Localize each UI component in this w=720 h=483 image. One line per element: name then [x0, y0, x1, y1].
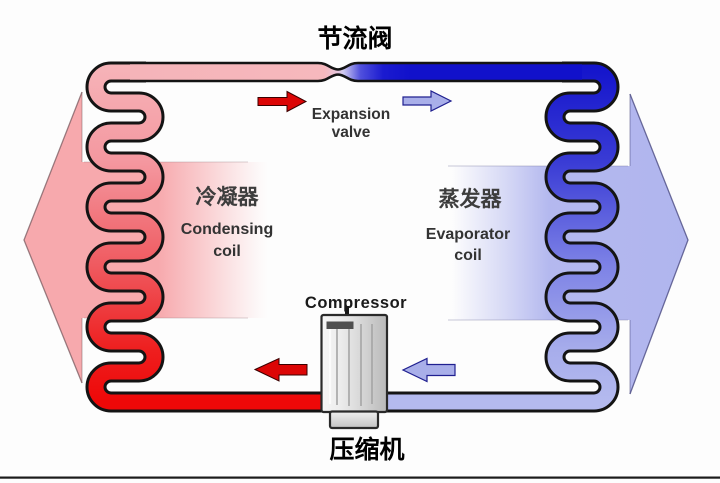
evaporator-label-zh: 蒸发器: [438, 188, 502, 211]
condensing-coil-pipe: [85, 61, 334, 413]
expansion-valve-pipe: [127, 61, 584, 83]
expansion-valve-label-line1: Expansion: [311, 106, 391, 123]
flow-arrow-hot-to-valve: [257, 90, 308, 113]
condenser-label-zh: 冷凝器: [195, 186, 259, 209]
throttle-valve-label-zh: 节流阀: [317, 25, 393, 53]
flow-arrow-evaporator-to-compressor: [401, 357, 456, 383]
expansion-valve-label-line2: valve: [331, 124, 371, 141]
evaporator-coil-pipe: [378, 61, 620, 413]
bottom-border-line: [0, 476, 720, 479]
flow-arrow-compressor-to-condenser: [253, 357, 308, 382]
condenser-label-en-line2: coil: [213, 243, 241, 260]
compressor: [320, 306, 389, 430]
flow-arrow-valve-to-evaporator: [402, 90, 453, 112]
compressor-body: [320, 313, 389, 414]
evaporator-label-en-line1: Evaporator: [425, 226, 511, 243]
compressor-label-zh: 压缩机: [329, 436, 405, 464]
compressor-label-en: Compressor: [304, 294, 408, 312]
condenser-label-en-line1: Condensing: [180, 221, 274, 238]
compressor-pedestal: [328, 410, 380, 430]
compressor-stem: [345, 306, 349, 318]
evaporator-label-en-line2: coil: [454, 247, 482, 264]
compressor-label-plate: [326, 321, 354, 329]
